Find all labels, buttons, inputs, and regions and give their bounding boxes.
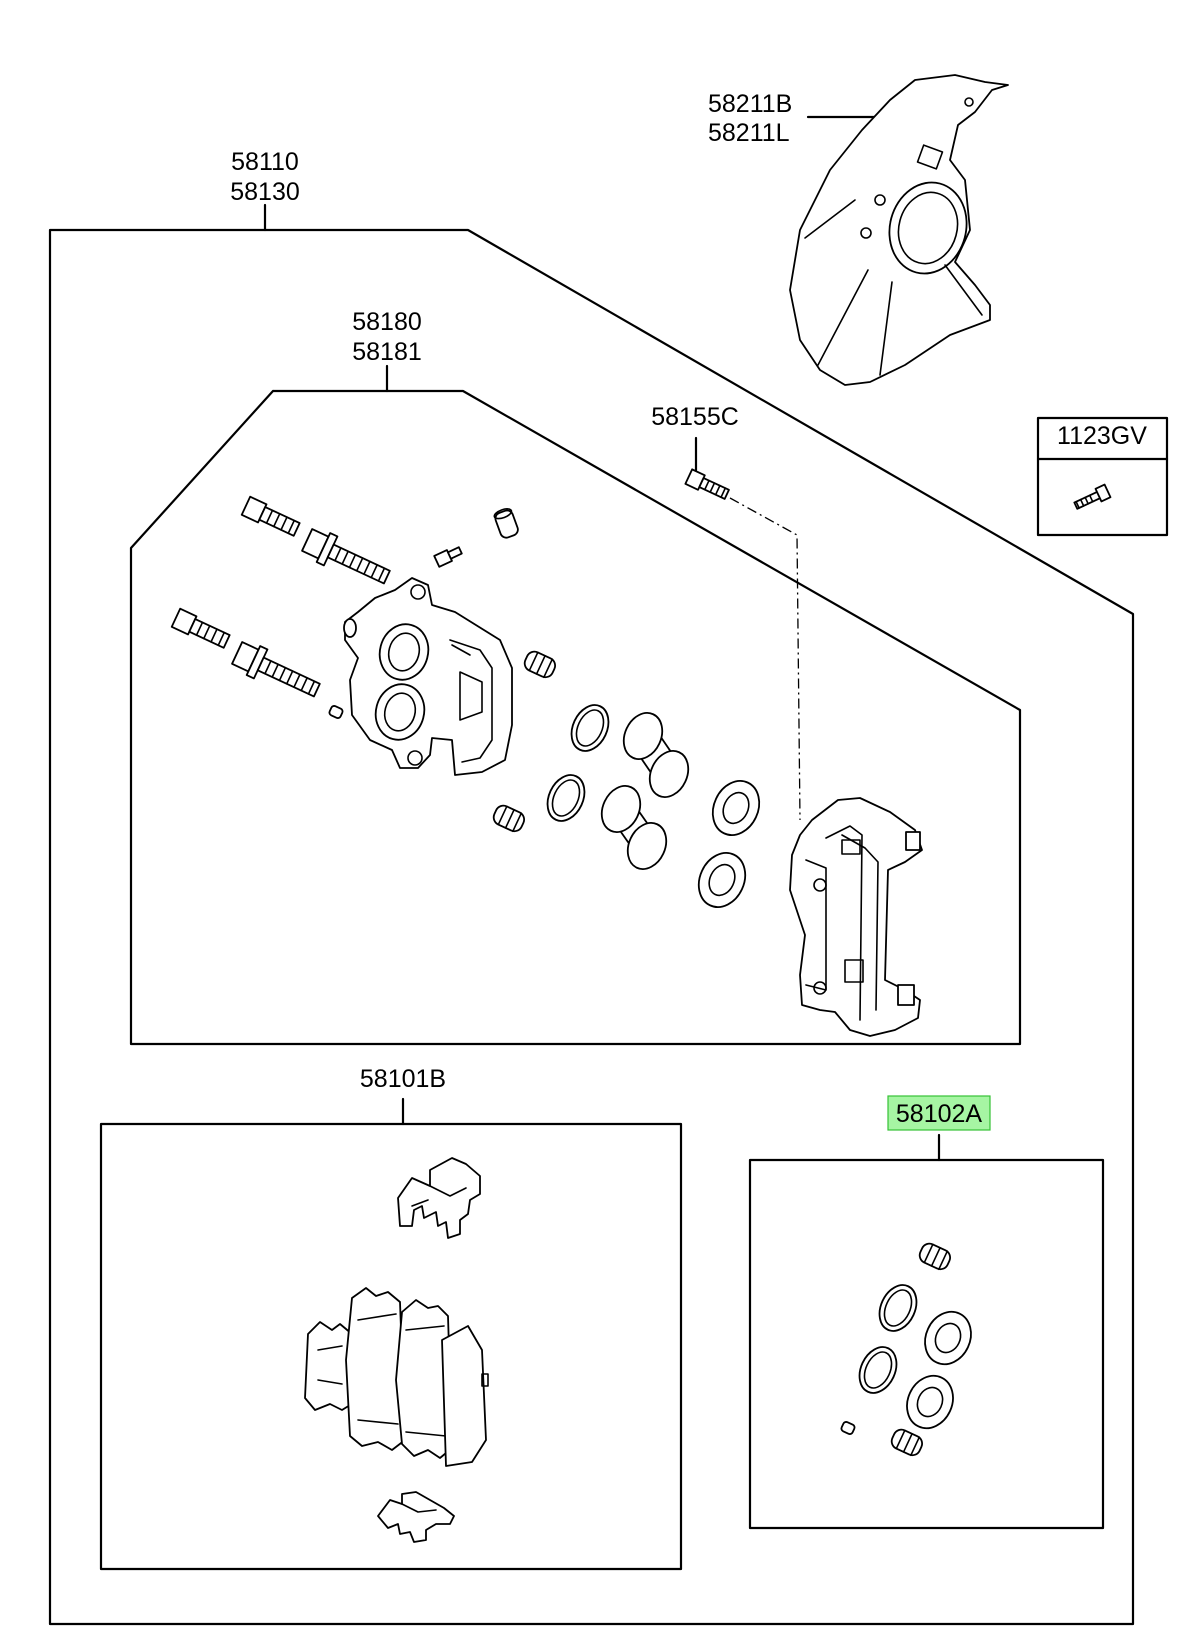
pad-retainer-clip-lower[interactable] (377, 1491, 455, 1543)
caliper-body-frame (129, 364, 1022, 1046)
guide-pin-boot-upper[interactable] (522, 649, 558, 680)
label-58211B[interactable]: 58211B (708, 90, 792, 118)
pad-retainer-clip-upper[interactable] (397, 1157, 481, 1239)
seal-kit-boot-lower[interactable] (889, 1427, 925, 1458)
seal-kit-piston-boot-upper[interactable] (917, 1304, 980, 1372)
piston-seal-lower[interactable] (540, 769, 591, 827)
bolt-58155c-part[interactable] (684, 468, 730, 501)
label-58180[interactable]: 58180 (352, 308, 422, 336)
brake-pad-shim[interactable] (441, 1325, 489, 1467)
label-1123GV[interactable]: 1123GV (1057, 422, 1147, 450)
label-58102A[interactable]: 58102A (896, 1100, 983, 1128)
guide-bolt-lower-short[interactable] (170, 607, 231, 651)
caliper-assembly-frame (48, 203, 1135, 1626)
guide-bolt-upper-long[interactable] (300, 525, 393, 591)
guide-bolt-upper-short[interactable] (240, 495, 301, 539)
pad-kit-box (99, 1097, 683, 1571)
piston-lower[interactable] (595, 780, 674, 876)
piston-seal-upper[interactable] (564, 699, 615, 757)
bolt-58155c-dashed-path (729, 497, 801, 821)
label-58181[interactable]: 58181 (352, 338, 422, 366)
seal-kit-seal-upper[interactable] (872, 1279, 923, 1337)
label-58155C[interactable]: 58155C (651, 403, 739, 431)
bolt-1123gv-part[interactable] (1073, 483, 1112, 512)
piston-boot-lower[interactable] (690, 845, 754, 914)
seal-kit-boot-upper[interactable] (917, 1241, 953, 1272)
bolt-1123gv-box (1036, 416, 1169, 537)
small-plug[interactable] (328, 705, 344, 719)
label-58211L[interactable]: 58211L (708, 119, 790, 147)
bleeder-screw[interactable] (433, 545, 463, 568)
bleeder-cap[interactable] (493, 507, 519, 539)
seal-kit-piston-boot-lower[interactable] (899, 1368, 962, 1436)
guide-bolt-lower-long[interactable] (230, 638, 323, 704)
seal-kit-seal-lower[interactable] (852, 1341, 903, 1399)
seal-kit-box (748, 1133, 1105, 1530)
label-58101B[interactable]: 58101B (360, 1065, 446, 1093)
caliper-housing[interactable] (343, 577, 513, 776)
piston-upper[interactable] (617, 707, 696, 804)
dust-cover-part[interactable] (789, 74, 1009, 386)
seal-kit-highlight (887, 1095, 991, 1131)
brake-pad-outer-1[interactable] (345, 1287, 406, 1451)
brake-pad-inner[interactable] (304, 1321, 356, 1411)
label-58110[interactable]: 58110 (231, 148, 299, 176)
seal-kit-plug[interactable] (840, 1421, 856, 1435)
piston-boot-upper[interactable] (704, 773, 768, 842)
guide-pin-boot-lower[interactable] (491, 803, 527, 834)
label-58130[interactable]: 58130 (230, 178, 300, 206)
caliper-carrier[interactable] (789, 797, 923, 1037)
